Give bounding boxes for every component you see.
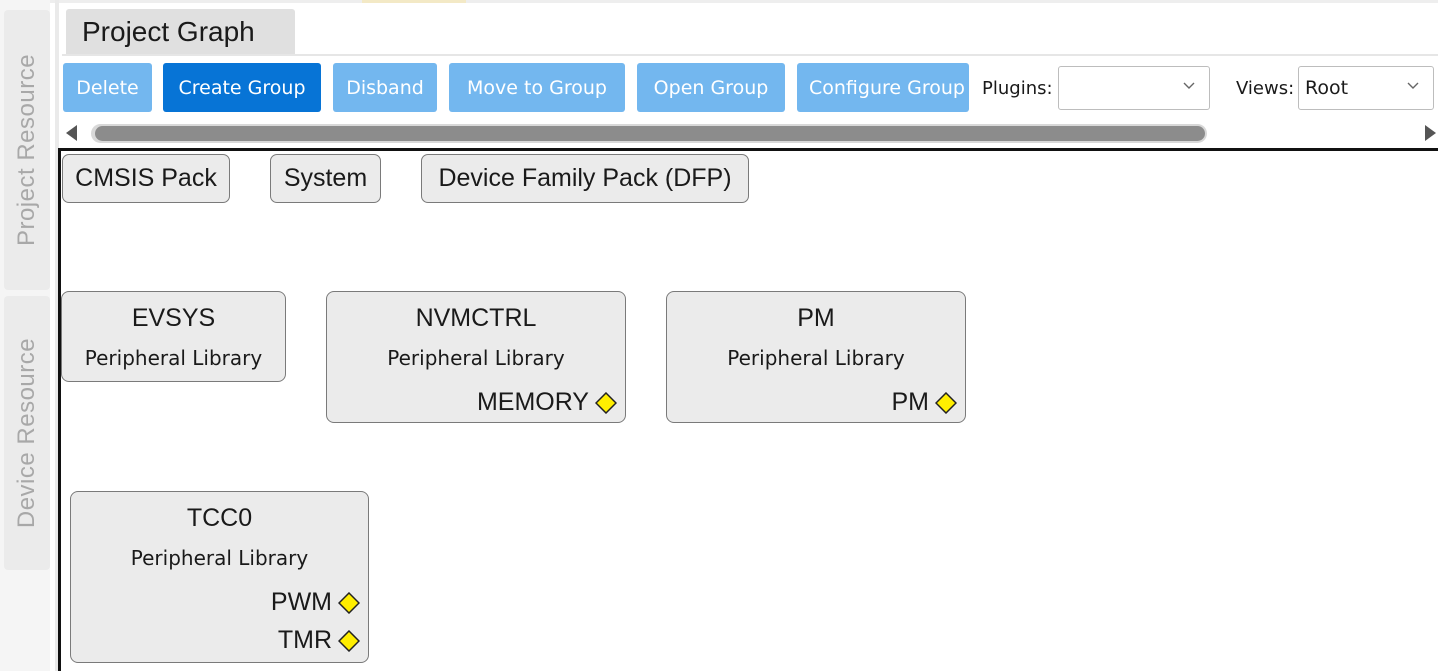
scroll-left-arrow-icon[interactable] [66,125,77,141]
node-title: TCC0 [186,504,253,532]
scrollbar-thumb[interactable] [95,126,1205,141]
scroll-right-arrow-icon[interactable] [1425,125,1436,141]
move-to-group-button[interactable]: Move to Group [449,63,625,112]
node-title: NVMCTRL [415,304,537,332]
tab-device-resource-label: Device Resource [13,337,40,529]
port-label: TMR [277,626,332,654]
page-title: Project Graph [82,15,255,47]
node-subtitle: Peripheral Library [727,346,905,370]
node-tcc0[interactable]: TCC0 Peripheral Library PWM TMR [70,491,369,663]
port-memory[interactable]: MEMORY [477,388,617,417]
port-tmr[interactable]: TMR [278,626,360,655]
node-subtitle: Peripheral Library [130,546,309,570]
node-subtitle: Peripheral Library [84,346,263,370]
disband-button[interactable]: Disband [333,63,437,112]
port-label: PM [891,388,930,416]
node-evsys[interactable]: EVSYS Peripheral Library [61,291,286,382]
port-label: MEMORY [476,388,589,416]
node-title: EVSYS [131,304,216,332]
port-pwm[interactable]: PWM [271,588,360,617]
plugins-select[interactable] [1058,66,1210,110]
chevron-down-icon [1407,82,1419,89]
diamond-port-icon [595,391,617,414]
tab-project-graph[interactable]: Project Graph [66,9,295,54]
top-strip [0,0,1438,3]
delete-button[interactable]: Delete [63,63,152,112]
side-panel: Project Resource Device Resource [0,0,50,671]
panel-separator [55,0,59,671]
configure-group-button[interactable]: Configure Group [797,63,969,112]
views-select-value: Root [1305,77,1349,99]
port-pm[interactable]: PM [891,388,957,417]
group-system[interactable]: System [270,154,381,203]
node-nvmctrl[interactable]: NVMCTRL Peripheral Library MEMORY [326,291,626,423]
group-cmsis-pack[interactable]: CMSIS Pack [62,154,230,203]
port-label: PWM [270,588,332,616]
views-label: Views: [1236,78,1295,99]
create-group-button[interactable]: Create Group [163,63,321,112]
node-title: PM [797,304,835,332]
top-strip-accent [362,0,466,3]
title-rule [62,54,1438,56]
tab-device-resource[interactable]: Device Resource [4,296,50,570]
chevron-down-icon [1183,82,1195,89]
diamond-port-icon [338,591,360,614]
open-group-button[interactable]: Open Group [637,63,785,112]
views-select[interactable]: Root [1298,66,1434,110]
node-pm[interactable]: PM Peripheral Library PM [666,291,966,423]
node-subtitle: Peripheral Library [387,346,565,370]
tab-project-resource-label: Project Resource [13,53,41,247]
group-device-family-pack[interactable]: Device Family Pack (DFP) [421,154,749,203]
diamond-port-icon [338,629,360,652]
plugins-label: Plugins: [982,78,1053,99]
diamond-port-icon [935,391,957,414]
tab-project-resource[interactable]: Project Resource [4,10,50,290]
